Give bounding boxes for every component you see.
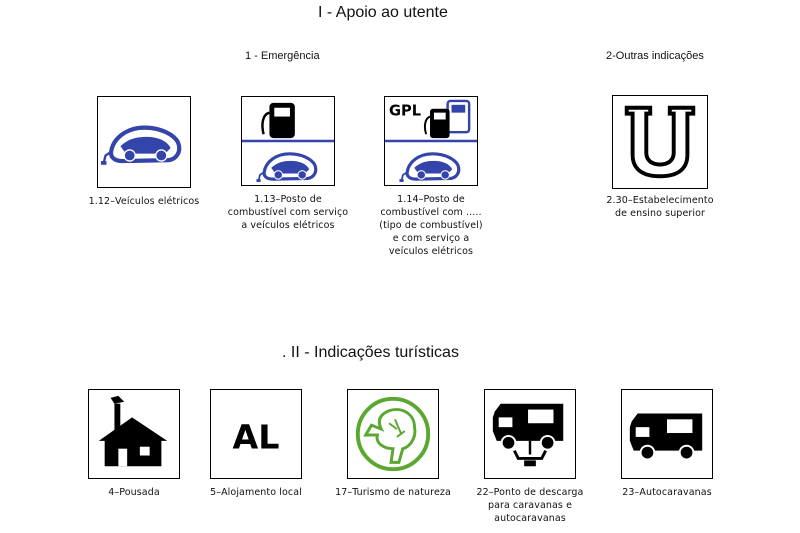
caption-line: 1.12–Veículos elétricos — [88, 196, 200, 207]
caption-22: 22–Ponto de descarga para caravanas e au… — [455, 486, 605, 525]
caption-line: combustível com ..... — [380, 207, 482, 218]
caption-line: 5–Alojamento local — [210, 487, 302, 498]
caption-line: a veículos elétricos — [241, 220, 335, 231]
caption-1-13: 1.13–Posto de combustível com serviço a … — [215, 193, 361, 232]
caption-line: (tipo de combustível) — [379, 220, 483, 231]
caption-line: combustível com serviço — [227, 207, 349, 218]
sign-1-12 — [97, 96, 191, 188]
sign-4 — [88, 389, 180, 479]
sign-5: AL — [210, 389, 302, 479]
caption-line: veículos elétricos — [388, 246, 474, 257]
sign-2-30 — [612, 95, 708, 189]
sign-1-13 — [241, 96, 335, 186]
sign-22 — [484, 389, 576, 479]
group-title-emergencia: 1 - Emergência — [245, 50, 320, 62]
caption-5: 5–Alojamento local — [186, 486, 326, 499]
nature-tourism-icon — [355, 396, 431, 472]
caption-17: 17–Turismo de natureza — [318, 486, 468, 499]
caption-line: 22–Ponto de descarga — [476, 487, 584, 498]
caption-line: 1.13–Posto de — [254, 194, 322, 205]
motorhome-icon — [629, 413, 703, 461]
caption-line: autocaravanas — [494, 513, 566, 524]
electric-car-icon — [98, 97, 190, 187]
fuel-pump-icon — [242, 102, 334, 184]
caption-line: 4–Pousada — [108, 487, 160, 498]
gpl-label: GPL — [389, 103, 421, 120]
section-title-apoio: I - Apoio ao utente — [318, 4, 448, 21]
caption-line: e com serviço a — [392, 233, 470, 244]
group-title-outras: 2-Outras indicações — [606, 50, 704, 62]
sign-23 — [621, 389, 713, 479]
caption-4: 4–Pousada — [64, 486, 204, 499]
caption-line: de ensino superior — [614, 208, 706, 219]
al-text-icon: AL — [233, 418, 280, 457]
sign-1-14: GPL — [384, 96, 478, 186]
caption-1-12: 1.12–Veículos elétricos — [68, 195, 220, 208]
house-icon — [98, 395, 168, 467]
caption-2-30: 2.30–Estabelecimento de ensino superior — [584, 194, 736, 220]
section-title-turisticas: . II - Indicações turísticas — [282, 344, 459, 361]
sign-17 — [347, 389, 439, 479]
caption-1-14: 1.14–Posto de combustível com ..... (tip… — [356, 193, 506, 258]
caption-line: 17–Turismo de natureza — [335, 487, 451, 498]
al-label: AL — [233, 418, 280, 457]
caption-line: 1.14–Posto de — [397, 194, 465, 205]
caption-line: 23–Autocaravanas — [622, 487, 712, 498]
caption-23: 23–Autocaravanas — [597, 486, 737, 499]
caption-line: para caravanas e — [487, 500, 573, 511]
lpg-fuel-pump-icon: GPL — [385, 99, 477, 184]
caption-line: 2.30–Estabelecimento — [606, 195, 714, 206]
university-icon — [624, 105, 696, 179]
motorhome-dump-station-icon — [492, 403, 564, 467]
